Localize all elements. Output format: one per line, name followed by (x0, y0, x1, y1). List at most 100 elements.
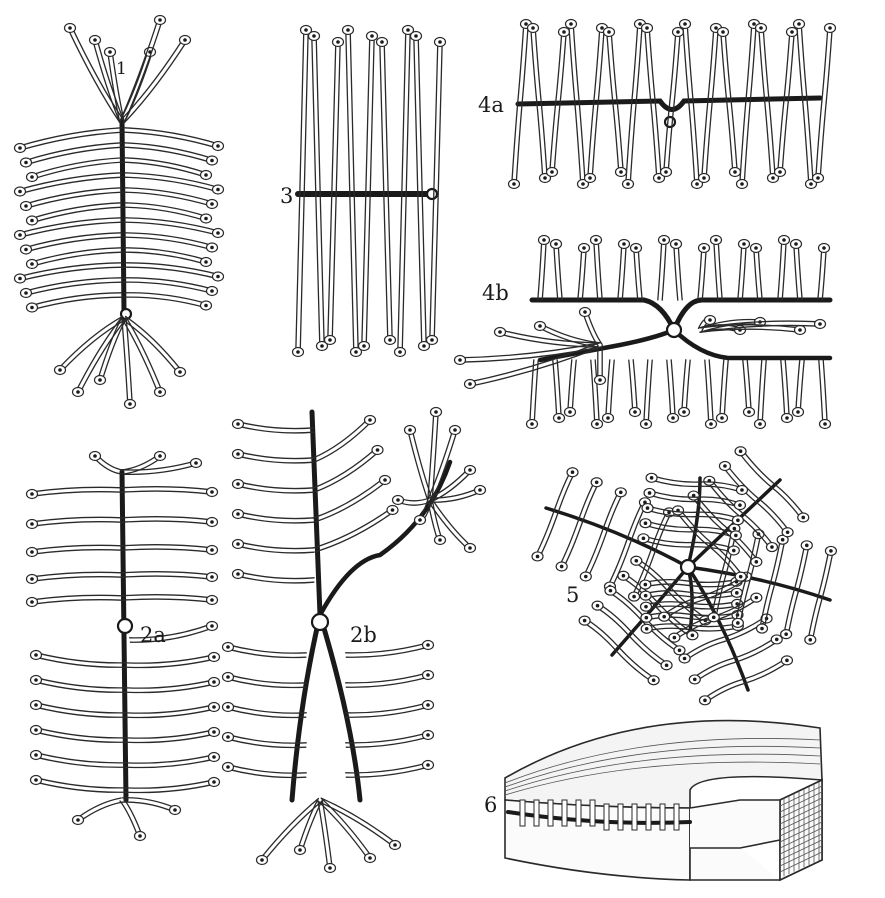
tunnel-wall (542, 240, 546, 300)
larva-dot (646, 506, 650, 510)
larva-dot (657, 176, 661, 180)
larva-dot (683, 22, 687, 26)
larva-dot (30, 550, 34, 554)
label-fig2b: 2b (350, 623, 377, 647)
larva-dot (30, 522, 34, 526)
tunnel-wall (678, 244, 682, 300)
tunnel-wall (758, 360, 762, 424)
larva-dot (68, 26, 72, 30)
tunnel-wall (354, 194, 358, 352)
larval-tunnel (642, 24, 656, 103)
tunnel-wall (674, 244, 678, 300)
larval-tunnel (122, 572, 218, 582)
larval-tunnel (124, 128, 224, 151)
larva-dot (128, 402, 132, 406)
tunnel-wall (36, 778, 126, 788)
larva-dot (584, 575, 588, 579)
larva-dot (458, 358, 462, 362)
larva-dot (370, 34, 374, 38)
tunnel-wall (332, 42, 336, 194)
tunnel-wall (315, 422, 371, 462)
label-fig1: 1 (116, 59, 127, 79)
larva-dot (678, 648, 682, 652)
larval-tunnel (126, 728, 220, 743)
tunnel-wall (77, 798, 121, 818)
larva-dot (634, 246, 638, 250)
tunnel-wall (36, 728, 126, 738)
tunnel-wall (704, 679, 743, 698)
larva-dot (740, 182, 744, 186)
larva-dot (478, 488, 482, 492)
larval-tunnel (698, 244, 710, 301)
larval-tunnel (604, 541, 630, 591)
tunnel-wall (557, 360, 561, 418)
larva-dot (733, 170, 737, 174)
larval-tunnel (631, 244, 643, 301)
larval-tunnel (751, 244, 763, 301)
larva-dot (739, 575, 743, 579)
larva-dot (396, 498, 400, 502)
tunnel-wall (124, 128, 218, 144)
larval-tunnel (350, 194, 362, 357)
larva-dot (210, 598, 214, 602)
tunnel-wall (469, 343, 599, 382)
larval-tunnel (124, 233, 218, 252)
larva-dot (210, 246, 214, 250)
larva-dot (178, 370, 182, 374)
tunnel-wall (238, 422, 314, 429)
tunnel-wall (36, 678, 126, 688)
larval-tunnel (697, 497, 746, 510)
larva-dot (524, 22, 528, 26)
larval-tunnel (579, 616, 619, 650)
tunnel-wall (321, 798, 396, 843)
larva-dot (771, 176, 775, 180)
larva-dot (93, 454, 97, 458)
tunnel-wall (346, 30, 350, 194)
larval-tunnel (122, 487, 218, 497)
larval-tunnel (661, 102, 675, 177)
gallery-chamber (660, 804, 665, 830)
larva-dot (430, 338, 434, 342)
tunnel-wall (602, 491, 619, 531)
tunnel-wall (366, 194, 370, 346)
block-top-face (505, 721, 822, 808)
larval-tunnel (31, 676, 127, 693)
tunnel-wall (648, 360, 652, 424)
larva-dot (822, 246, 826, 250)
tunnel-wall (739, 453, 772, 488)
larva-dot (320, 344, 324, 348)
tunnel-wall (36, 703, 126, 713)
tunnel-wall (610, 360, 614, 418)
larva-dot (468, 468, 472, 472)
larva-dot (426, 643, 430, 647)
tunnel-wall (564, 523, 582, 567)
larval-tunnel (640, 519, 693, 532)
larval-tunnel (528, 24, 542, 103)
larval-tunnel (31, 701, 127, 718)
larva-dot (760, 627, 764, 631)
tunnel-wall (560, 521, 578, 565)
larval-tunnel (325, 194, 337, 345)
label-fig2a: 2a (140, 623, 166, 647)
label-fig3: 3 (280, 184, 293, 208)
larval-tunnel (126, 778, 220, 793)
tunnel-wall (758, 248, 762, 300)
gallery-chamber (576, 800, 581, 826)
tunnel-wall (583, 622, 616, 650)
gallery-chamber (534, 800, 539, 826)
larva-dot (30, 600, 34, 604)
tunnel-wall (61, 320, 125, 372)
larval-tunnel (711, 236, 723, 301)
larva-dot (18, 146, 22, 150)
larva-dot (784, 632, 788, 636)
tunnel-wall (316, 36, 320, 194)
larval-tunnel (743, 656, 793, 684)
tunnel-wall (300, 194, 304, 352)
larva-dot (468, 546, 472, 550)
larval-tunnel (122, 517, 218, 527)
larva-dot (581, 182, 585, 186)
tunnel-wall (346, 703, 428, 713)
tunnel-wall (402, 30, 406, 194)
larva-dot (346, 28, 350, 32)
larva-dot (406, 28, 410, 32)
